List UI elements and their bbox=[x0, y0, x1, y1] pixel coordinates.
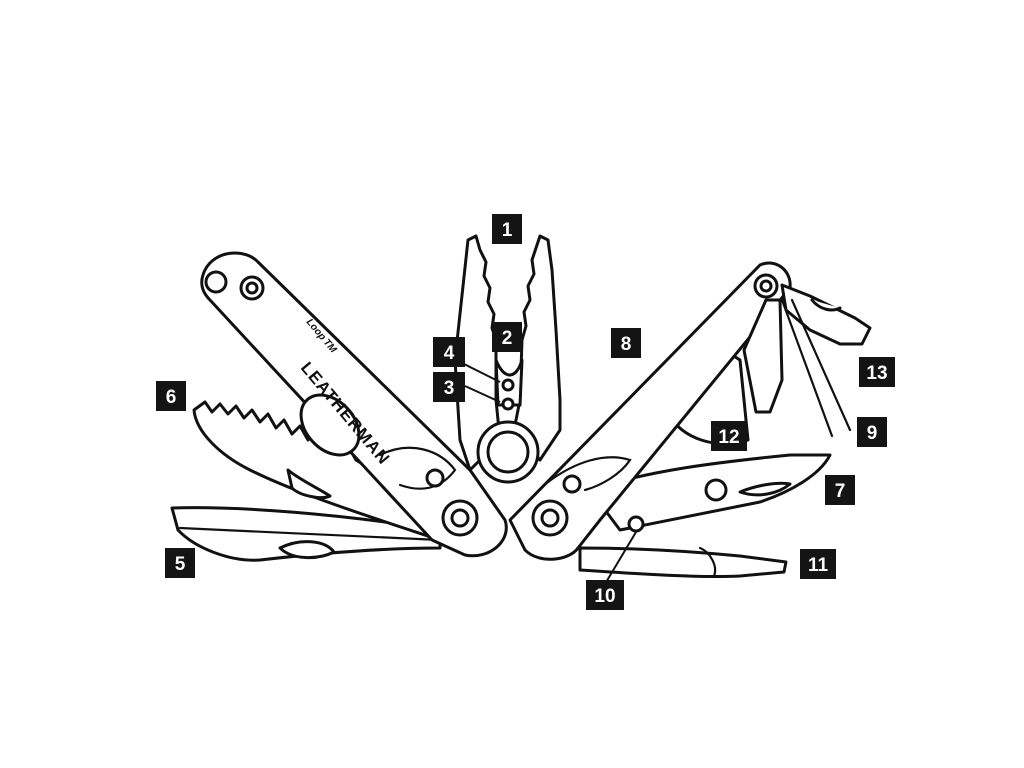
wire-cutter-hole bbox=[501, 397, 515, 411]
left-pivot-inner bbox=[450, 508, 470, 528]
callout-5: 5 bbox=[165, 548, 195, 578]
svg-text:7: 7 bbox=[835, 481, 846, 502]
svg-text:3: 3 bbox=[444, 378, 455, 399]
cap-lifter-notch bbox=[810, 298, 842, 312]
callout-10: 10 bbox=[586, 580, 624, 610]
callout-11: 11 bbox=[800, 549, 836, 579]
pin-tool-b bbox=[790, 298, 852, 432]
svg-text:5: 5 bbox=[175, 554, 186, 575]
screwdriver-bit bbox=[578, 546, 788, 579]
plier-jaw-left bbox=[453, 234, 502, 472]
needle-nose-slot bbox=[738, 481, 792, 497]
svg-text:10: 10 bbox=[594, 586, 615, 607]
callout-8: 8 bbox=[611, 328, 641, 358]
cap-lifter-tool bbox=[780, 283, 872, 346]
left-handle-lanyard-ring bbox=[204, 270, 228, 294]
knife-serration bbox=[178, 526, 442, 542]
callout-4: 4 bbox=[433, 337, 465, 367]
screwdriver-ridge bbox=[698, 546, 717, 578]
left-lock-button bbox=[425, 468, 445, 488]
wire-stripper-hole bbox=[501, 378, 515, 392]
right-lock-button bbox=[562, 474, 582, 494]
leader-10 bbox=[604, 531, 637, 585]
right-handle-spring bbox=[546, 456, 632, 492]
svg-text:6: 6 bbox=[166, 387, 177, 408]
svg-text:12: 12 bbox=[718, 427, 739, 448]
svg-text:9: 9 bbox=[867, 423, 878, 444]
needle-nose-hole bbox=[704, 478, 728, 502]
callout-7: 7 bbox=[825, 475, 855, 505]
leader-4 bbox=[463, 363, 501, 383]
plier-pivot-inner bbox=[486, 430, 530, 474]
right-handle-rivet-inner bbox=[759, 279, 773, 293]
svg-text:4: 4 bbox=[444, 343, 455, 364]
callout-13: 13 bbox=[859, 357, 895, 387]
left-handle-cutout bbox=[299, 393, 361, 457]
can-opener-lever bbox=[742, 298, 784, 414]
saw-blade bbox=[192, 400, 454, 542]
callout-2: 2 bbox=[492, 322, 522, 352]
callout-12: 12 bbox=[711, 421, 747, 451]
callout-6: 6 bbox=[156, 381, 186, 411]
pin-tool-a bbox=[780, 298, 834, 438]
callout-9: 9 bbox=[857, 417, 887, 447]
left-handle-spring bbox=[378, 446, 457, 490]
knife-thumb-hole bbox=[278, 540, 336, 559]
leader-3 bbox=[464, 385, 501, 403]
callout-1: 1 bbox=[492, 214, 522, 244]
right-pivot-inner bbox=[540, 508, 560, 528]
svg-text:8: 8 bbox=[621, 334, 632, 355]
svg-text:2: 2 bbox=[502, 328, 513, 349]
svg-text:13: 13 bbox=[866, 363, 887, 384]
svg-text:11: 11 bbox=[808, 555, 829, 576]
callout-3: 3 bbox=[433, 372, 465, 402]
bottle-opener-hole bbox=[627, 515, 645, 533]
left-handle-rivet-inner bbox=[245, 281, 259, 295]
svg-text:1: 1 bbox=[502, 220, 513, 241]
saw-notch bbox=[286, 468, 332, 500]
